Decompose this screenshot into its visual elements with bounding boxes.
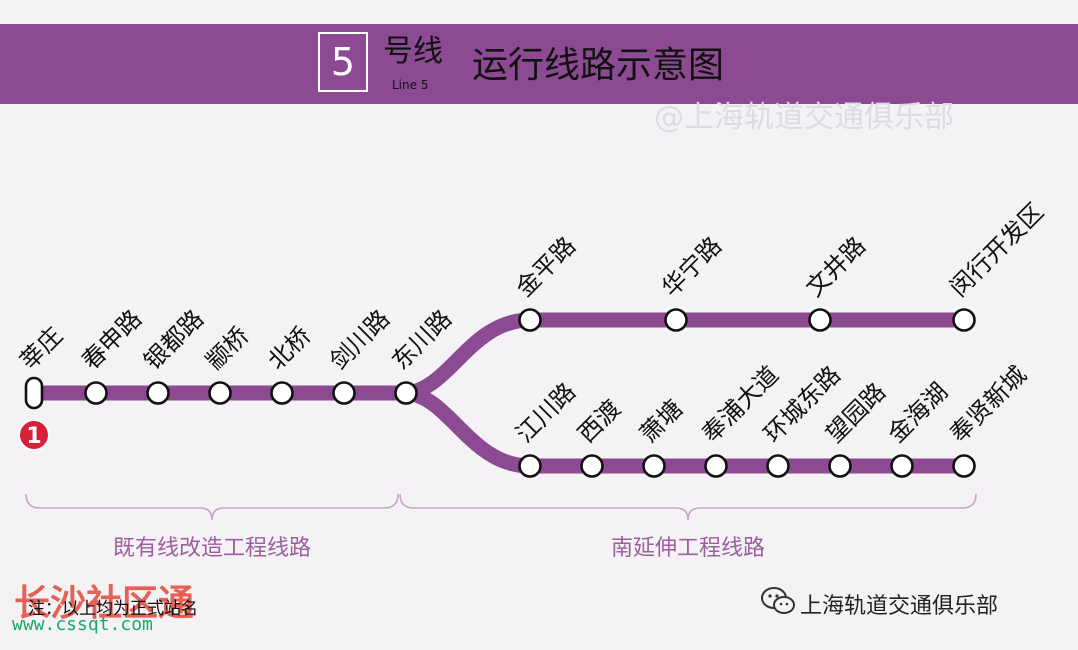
line-number-badge: 5 [318,32,368,92]
watermark-url: www.cssqt.com [12,614,153,635]
station-labels: 既有线改造工程线路南延伸工程线路莘庄春申路银都路颛桥北桥剑川路东川路金平路华宁路… [14,198,1049,561]
station-label: 江川路 [510,378,581,449]
station-marker-terminal [24,376,44,410]
station-label: 奉贤新城 [944,361,1032,449]
transfer-line-number: 1 [26,424,41,449]
line-name: 号线 [383,34,443,69]
station-label: 文井路 [800,232,871,303]
section-label-existing: 既有线改造工程线路 [113,536,311,561]
watermark-top: @上海轨道交通俱乐部 [654,100,954,135]
station-marker [704,454,728,478]
section-braces [25,493,977,521]
station-marker [208,381,232,405]
station-marker [952,454,976,478]
line-1-badge-icon: 1 [18,419,50,451]
brace-south-extension [399,493,977,521]
brace-existing-section [25,493,399,521]
station-marker [518,308,542,332]
wechat-icon [761,587,795,614]
line-name-en: Line 5 [392,78,429,92]
station-label: 西渡 [572,395,626,449]
station-marker [270,381,294,405]
station-marker [146,381,170,405]
station-layer: 1 [18,308,976,478]
station-marker [808,308,832,332]
station-label: 银都路 [138,305,209,376]
station-marker [642,454,666,478]
station-marker [664,308,688,332]
upper-branch-track [398,312,972,401]
station-label: 剑川路 [324,305,395,376]
station-marker [766,454,790,478]
station-label: 北桥 [262,322,316,376]
section-label-south-extension: 南延伸工程线路 [611,536,765,561]
station-label: 华宁路 [656,232,727,303]
watermark-left: 长沙社区通 [14,583,195,624]
station-marker [332,381,356,405]
station-label: 闵行开发区 [944,198,1049,303]
station-label: 金平路 [510,232,581,303]
station-marker [84,381,108,405]
watermark-right: 上海轨道交通俱乐部 [800,594,999,619]
footer-note: 注：以上均为正式站名 [28,599,198,619]
station-label: 春申路 [76,305,147,376]
station-marker [828,454,852,478]
station-marker [952,308,976,332]
station-label: 莘庄 [14,322,68,376]
station-label: 金海湖 [882,378,953,449]
page-title: 运行线路示意图 [472,45,725,86]
station-marker [890,454,914,478]
station-marker [518,454,542,478]
station-label: 颛桥 [200,322,254,376]
station-marker [394,381,418,405]
station-marker [580,454,604,478]
station-label: 萧塘 [634,395,688,449]
header-band [0,24,1078,104]
